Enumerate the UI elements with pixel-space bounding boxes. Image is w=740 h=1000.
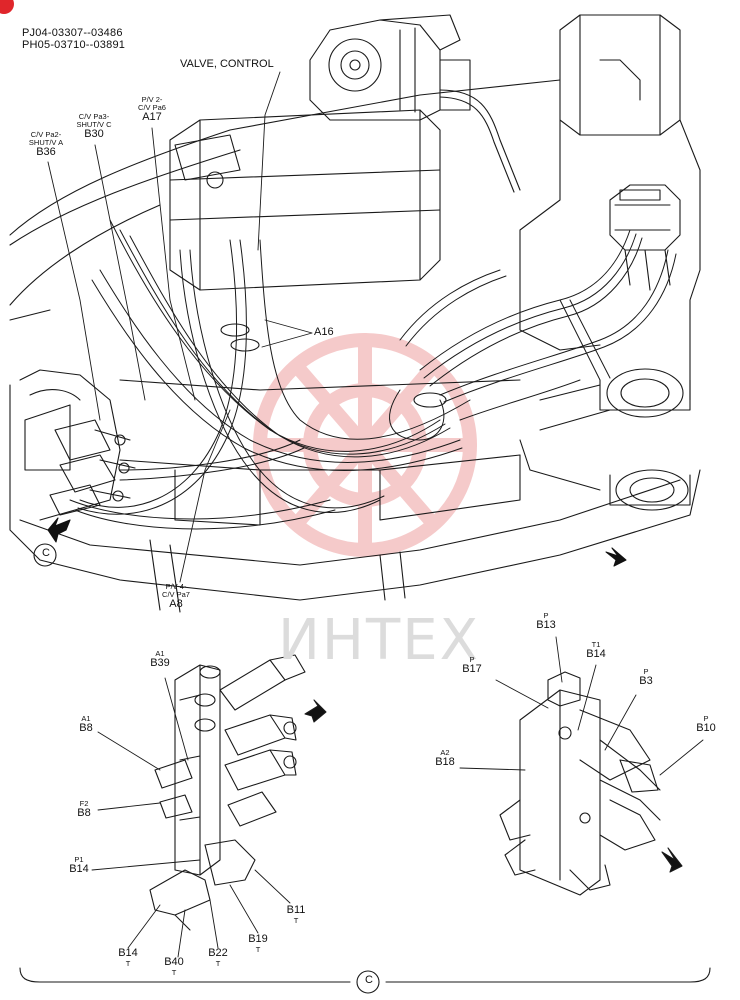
callout-a17: P/V 2- C/V Pa6 A17 — [128, 96, 176, 123]
hose-bundle-right — [389, 229, 677, 441]
callout-b18-port: A2 — [440, 748, 450, 757]
top-leaders — [47, 71, 313, 583]
callout-b19-port: T — [255, 944, 261, 954]
callout-b14-t1: T1 B14 — [582, 641, 610, 660]
callout-b3-code: B3 — [639, 674, 653, 687]
callout-b17-port: P — [469, 655, 475, 664]
upper-arrows — [47, 517, 627, 567]
hose-bundle-left — [69, 219, 471, 530]
callout-b10: P B10 — [692, 715, 720, 734]
callout-b22-code: B22 — [208, 947, 228, 959]
callout-b14-t1-code: B14 — [586, 647, 606, 660]
valve-control-label: VALVE, CONTROL — [180, 58, 274, 70]
callout-b14-t1-port: T1 — [591, 640, 601, 649]
detail-right-leaders — [459, 636, 704, 776]
callout-b30-desc-2: SHUT/V C — [76, 119, 112, 129]
callout-b40-port: T — [171, 967, 177, 977]
callout-b13: P B13 — [532, 612, 560, 631]
control-valve-block — [169, 14, 521, 291]
callout-b14-t: B14 T — [114, 947, 142, 968]
corner-mark — [0, 0, 14, 14]
watermark-emblem — [253, 333, 477, 557]
callout-b36-desc-2: SHUT/V A — [28, 137, 64, 147]
callout-b36-code: B36 — [36, 145, 56, 158]
callout-b36-desc-1: C/V Pa2- — [30, 130, 62, 139]
callout-b22-port: T — [215, 958, 221, 968]
callout-b13-port: P — [543, 611, 549, 620]
callout-a1-b8-port: A1 — [81, 714, 91, 723]
callout-b22: B22 T — [204, 947, 232, 968]
callout-b11-code: B11 — [286, 904, 306, 916]
callout-b19-code: B19 — [248, 933, 268, 945]
callout-a8-code: A8 — [169, 597, 183, 610]
callout-b3: P B3 — [632, 668, 660, 687]
detail-left-leaders — [91, 677, 291, 958]
callout-b30: C/V Pa3- SHUT/V C B30 — [68, 113, 120, 140]
callout-a8-desc-2: C/V Pa7 — [162, 589, 190, 599]
callout-b3-port: P — [643, 667, 649, 676]
callout-a1-b39: A1 B39 — [146, 650, 174, 669]
callout-b18: A2 B18 — [430, 749, 460, 768]
callout-b40: B40 T — [160, 956, 188, 977]
callout-b14-t-port: T — [125, 958, 131, 968]
view-marker-lower: C — [365, 974, 373, 986]
callout-b30-code: B30 — [84, 127, 104, 140]
view-marker-upper: C — [42, 547, 50, 559]
callout-b10-code: B10 — [696, 721, 716, 734]
callout-a16: A16 — [314, 326, 334, 338]
callout-b36: C/V Pa2- SHUT/V A B36 — [20, 131, 72, 158]
callout-f2-b8-code: B8 — [77, 806, 91, 819]
section-bracket — [19, 967, 711, 994]
callout-b10-port: P — [703, 714, 709, 723]
serial-range-1: PJ04-03307--03486 — [22, 27, 123, 39]
callout-a1-b39-port: A1 — [155, 649, 165, 658]
callout-b14-t-code: B14 — [118, 947, 138, 959]
callout-b17-code: B17 — [462, 662, 482, 675]
callout-b11-port: T — [293, 915, 299, 925]
hose-connector-block — [609, 184, 681, 291]
callout-f2-b8: F2 B8 — [70, 800, 98, 819]
callout-b40-code: B40 — [164, 956, 184, 968]
callout-a1-b39-code: B39 — [150, 656, 170, 669]
callout-p1-b14-code: B14 — [69, 862, 89, 875]
callout-b13-code: B13 — [536, 618, 556, 631]
a16-clamps — [220, 323, 447, 408]
serial-range-2: PH05-03710--03891 — [22, 39, 126, 51]
detail-right-valve — [499, 671, 661, 896]
callout-a17-code: A17 — [142, 110, 162, 123]
callout-a17-desc-1: P/V 2- — [141, 95, 163, 104]
callout-a17-desc-2: C/V Pa6 — [138, 102, 166, 112]
callout-a1-b8: A1 B8 — [72, 715, 100, 734]
arrow-detail-left — [304, 699, 327, 723]
callout-b17: P B17 — [458, 656, 486, 675]
view-marker-circle — [33, 543, 57, 567]
callout-a8-desc-1: P/V 4- — [165, 582, 187, 591]
callout-b11: B11 T — [282, 904, 310, 925]
callout-a1-b8-code: B8 — [79, 721, 93, 734]
callout-b30-desc-1: C/V Pa3- — [78, 112, 110, 121]
detail-left-valve — [149, 654, 306, 931]
callout-b19: B19 T — [244, 933, 272, 954]
watermark-text: ИНТЕХ — [278, 608, 480, 673]
callout-p1-b14: P1 B14 — [64, 856, 94, 875]
arrow-detail-right — [661, 847, 683, 873]
callout-f2-b8-port: F2 — [79, 799, 89, 808]
callout-b18-code: B18 — [435, 755, 455, 768]
callout-p1-b14-port: P1 — [74, 855, 84, 864]
upper-frame — [9, 14, 701, 613]
callout-a8: P/V 4- C/V Pa7 A8 — [152, 583, 200, 610]
left-fittings — [49, 419, 136, 516]
